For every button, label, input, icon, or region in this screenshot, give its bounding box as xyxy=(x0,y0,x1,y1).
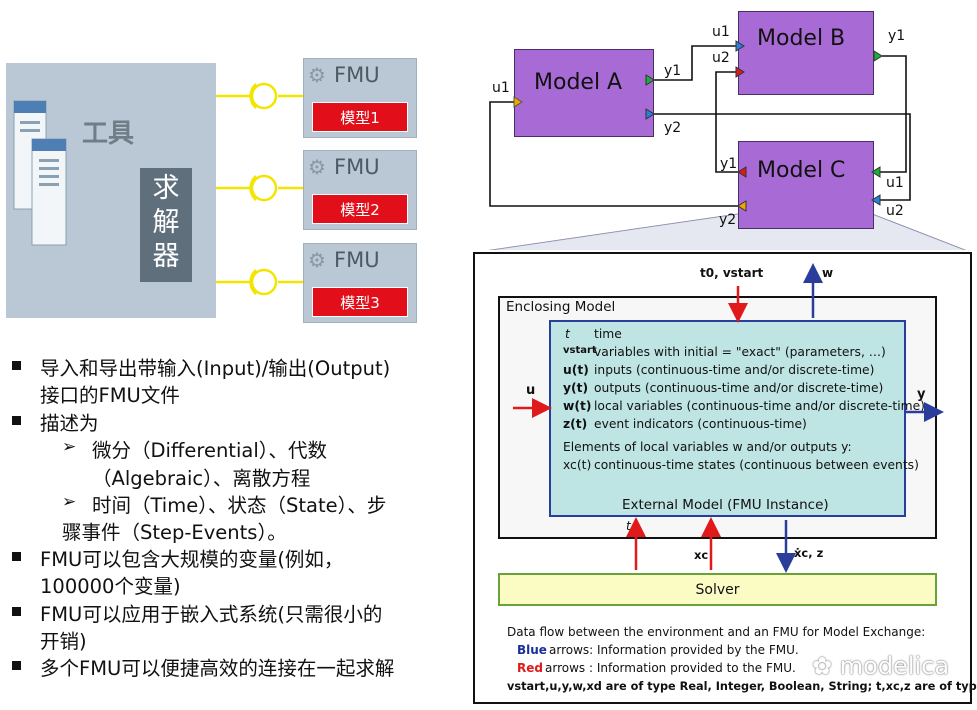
sub-bullet-2-line-2: 骤事件（Step-Events）。 xyxy=(62,521,287,544)
bullet-2: 描述为 xyxy=(40,412,99,435)
port-b-u2: u2 xyxy=(712,50,730,66)
port-markers xyxy=(513,40,883,212)
external-model-label: External Model (FMU Instance) xyxy=(622,497,829,513)
caption-line-1: Data flow between the environment and an… xyxy=(507,625,926,639)
data-flow-arrows xyxy=(513,263,944,573)
row-symbol: xc(t) xyxy=(563,458,592,472)
w-label: w xyxy=(822,266,834,280)
port-a-y1: y1 xyxy=(664,63,682,79)
bullet-1-line-1: 导入和导出带输入(Input)/输出(Output) xyxy=(40,357,391,380)
document-stack-icon xyxy=(13,100,67,246)
xc-label: xc xyxy=(694,548,709,562)
fmu-title: FMU xyxy=(334,155,380,179)
bullet-3-line-1: FMU可以包含大规模的变量(例如， xyxy=(40,548,344,571)
t0-vstart-label: t0, vstart xyxy=(700,266,764,280)
solver-label: 求解器 xyxy=(152,173,180,272)
bullet-square xyxy=(12,416,21,425)
tool-label: 工具 xyxy=(82,119,135,149)
port-c-y2: y2 xyxy=(719,212,737,228)
row-description: time xyxy=(594,327,622,341)
port-c-y1: y1 xyxy=(720,156,738,172)
xcdot-z-label: ẋc, z xyxy=(794,546,824,560)
caption-red-rest: arrows : Information provided to the FMU… xyxy=(545,661,796,675)
bullet-1-line-2: 接口的FMU文件 xyxy=(40,384,180,407)
fmu-card-1: ⚙ FMU 模型1 xyxy=(303,58,417,138)
model-label: 模型2 xyxy=(312,194,408,224)
row-description: event indicators (continuous-time) xyxy=(594,417,807,431)
bullet-4-line-2: 开销) xyxy=(40,630,87,653)
model-c-block: Model C xyxy=(738,141,874,229)
bullet-5: 多个FMU可以便捷高效的连接在一起求解 xyxy=(40,657,395,680)
t-label: t xyxy=(626,519,631,533)
solver-bar: Solver xyxy=(498,573,937,606)
fmu-title: FMU xyxy=(334,248,380,272)
u-label: u xyxy=(526,383,536,398)
watermark-text: modelica xyxy=(839,652,950,680)
sub-bullet-1-line-1: 微分（Differential）、代数 xyxy=(92,439,327,462)
fmu-connectors xyxy=(216,82,304,296)
solver-bar-label: Solver xyxy=(695,582,740,598)
row-symbol: t xyxy=(565,327,570,341)
enclosing-model-label: Enclosing Model xyxy=(506,299,616,315)
elements-line: Elements of local variables w and/or out… xyxy=(563,440,852,454)
row-description: continuous-time states (continuous betwe… xyxy=(594,458,919,472)
sub-bullet-arrow: ➢ xyxy=(62,492,77,512)
bullet-4-line-1: FMU可以应用于嵌入式系统(只需很小的 xyxy=(40,603,383,626)
gear-icon: ⚙ xyxy=(308,155,326,179)
fmu-title: FMU xyxy=(334,63,380,87)
caption-types: vstart,u,y,w,xd are of type Real, Intege… xyxy=(507,680,977,693)
bullet-square xyxy=(12,607,21,616)
port-a-u1: u1 xyxy=(492,80,510,96)
port-b-u1: u1 xyxy=(712,24,730,40)
model-label: 模型3 xyxy=(312,287,408,317)
row-description: local variables (continuous-time and/or … xyxy=(594,399,925,413)
sub-bullet-1-line-2: （Algebraic）、离散方程 xyxy=(92,467,311,490)
bullet-square xyxy=(12,661,21,670)
row-symbol: z(t) xyxy=(563,417,588,431)
port-b-y1: y1 xyxy=(888,28,906,44)
model-b-label: Model B xyxy=(757,26,846,51)
model-a-block: Model A xyxy=(514,49,654,137)
sub-bullet-arrow: ➢ xyxy=(62,437,77,457)
watermark-logo: ✿ modelica xyxy=(812,652,949,680)
bullet-3-line-2: 100000个变量) xyxy=(40,575,181,598)
port-a-y2: y2 xyxy=(664,120,682,136)
gear-icon: ⚙ xyxy=(308,63,326,87)
port-c-u1: u1 xyxy=(886,175,904,191)
caption-red-word: Red xyxy=(517,661,543,675)
bullet-square xyxy=(12,552,21,561)
fmu-card-2: ⚙ FMU 模型2 xyxy=(303,150,417,230)
bullet-square xyxy=(12,361,21,370)
row-description: outputs (continuous-time and/or discrete… xyxy=(594,381,884,395)
row-symbol: u(t) xyxy=(563,363,589,377)
row-description: variables with initial = "exact" (parame… xyxy=(594,345,886,359)
model-c-label: Model C xyxy=(757,158,846,183)
sub-bullet-2-line-1: 时间（Time）、状态（State）、步 xyxy=(92,494,387,517)
solver-block: 求解器 xyxy=(140,168,192,282)
gear-icon: ⚙ xyxy=(308,248,326,272)
row-description: inputs (continuous-time and/or discrete-… xyxy=(594,363,875,377)
row-symbol: w(t) xyxy=(563,399,592,413)
fmu-instance-box xyxy=(549,320,906,517)
wechat-icon: ✿ xyxy=(812,652,833,680)
row-symbol: vstart xyxy=(563,345,597,356)
port-c-u2: u2 xyxy=(886,203,904,219)
y-label: y xyxy=(917,387,926,402)
model-a-label: Model A xyxy=(534,70,623,95)
model-label: 模型1 xyxy=(312,102,408,132)
caption-blue-rest: arrows: Information provided by the FMU. xyxy=(549,643,799,657)
fmu-card-3: ⚙ FMU 模型3 xyxy=(303,243,417,323)
row-symbol: y(t) xyxy=(563,381,589,395)
caption-blue-word: Blue xyxy=(517,643,547,657)
